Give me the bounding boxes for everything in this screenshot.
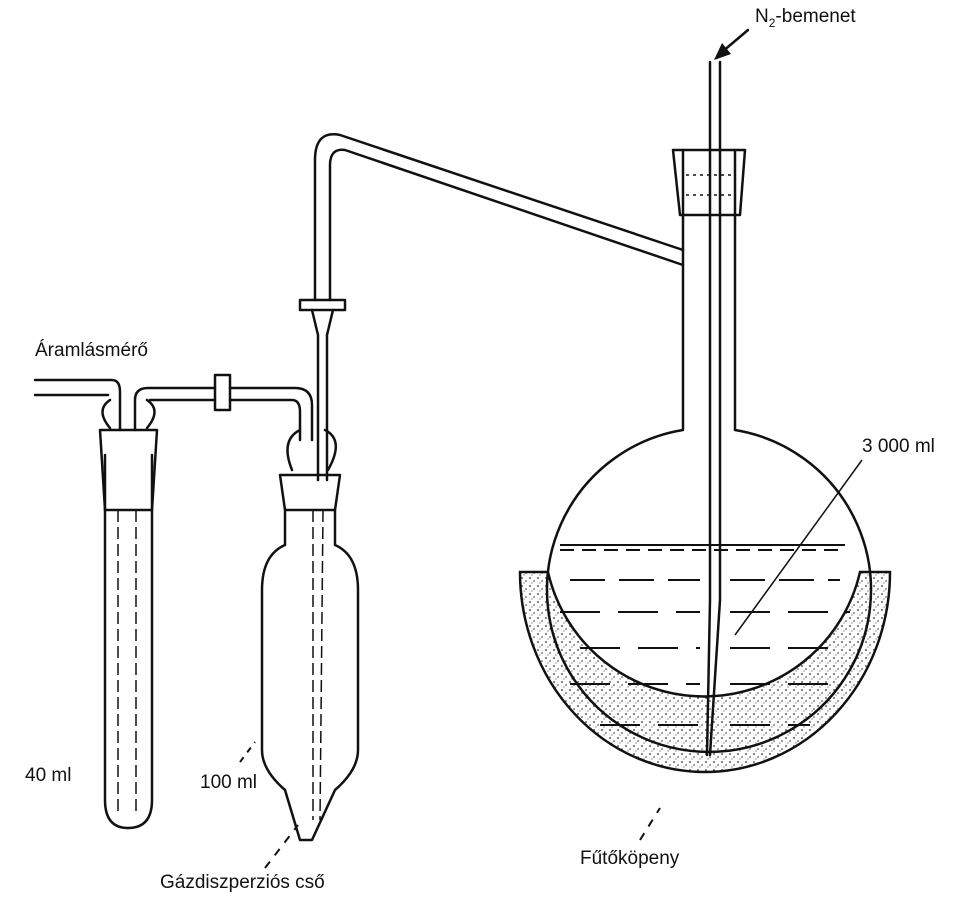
flowmeter-label: Áramlásmérő — [35, 340, 148, 361]
bottle-volume-label: 100 ml — [200, 772, 258, 793]
inlet-arrow-icon — [714, 28, 750, 60]
n2-inlet-tube — [705, 60, 722, 757]
pointer-100ml — [239, 741, 256, 763]
ground-joint — [298, 298, 347, 312]
pointer-mantle — [639, 807, 661, 841]
tube-stopper — [98, 428, 159, 512]
heating-mantle-label: Fűtőköpeny — [580, 848, 680, 869]
gas-washing-bottle — [260, 508, 360, 842]
pointer-3000ml — [734, 459, 863, 636]
gas-dispersion-tube — [312, 509, 324, 821]
flowmeter-outlet — [33, 378, 217, 432]
liquid-level — [560, 544, 850, 726]
tube-joint — [213, 373, 232, 412]
flask-volume-label: 3 000 ml — [862, 436, 935, 457]
tube-volume-label: 40 ml — [25, 765, 72, 786]
bottle-stopper — [278, 473, 342, 512]
n2-inlet-label: N2-bemenet — [755, 6, 856, 30]
dispersion-tube-label: Gázdiszperziós cső — [160, 872, 325, 893]
connecting-tube — [313, 133, 685, 302]
pointer-dispersion — [264, 824, 299, 869]
test-tube — [103, 453, 154, 830]
heating-mantle — [518, 570, 892, 774]
